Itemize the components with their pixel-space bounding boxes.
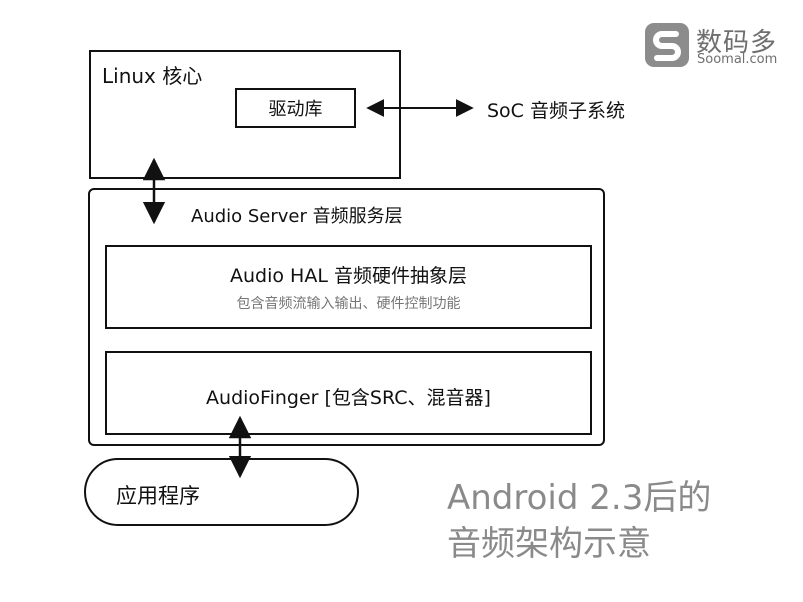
watermark-brand: 数码多 [696, 28, 778, 58]
linux-kernel-title: Linux 核心 [102, 64, 203, 88]
audio-server-title: Audio Server 音频服务层 [191, 206, 403, 227]
application-label: 应用程序 [116, 484, 200, 508]
audio-flinger-title: AudioFinger [包含SRC、混音器] [206, 387, 491, 409]
linux-kernel-box: Linux 核心 驱动库 [89, 50, 401, 179]
audio-hal-description: 包含音频流输入输出、硬件控制功能 [236, 296, 461, 312]
caption-line-1: Android 2.3后的 [447, 478, 712, 518]
application-box: 应用程序 [84, 458, 359, 526]
soomal-watermark: 数码多 Soomal.com [644, 22, 794, 70]
diagram-caption: Android 2.3后的 音频架构示意 [447, 475, 711, 567]
watermark-domain: Soomal.com [697, 52, 778, 67]
audio-hal-box: Audio HAL 音频硬件抽象层 包含音频流输入输出、硬件控制功能 [105, 245, 592, 329]
audio-hal-title: Audio HAL 音频硬件抽象层 [230, 265, 467, 287]
caption-line-2: 音频架构示意 [447, 524, 651, 564]
driver-library-label: 驱动库 [268, 99, 323, 120]
soc-audio-subsystem-label: SoC 音频子系统 [487, 100, 625, 122]
driver-library-box: 驱动库 [235, 88, 356, 128]
soomal-logo-icon [645, 23, 689, 67]
audio-flinger-box: AudioFinger [包含SRC、混音器] [105, 351, 592, 435]
